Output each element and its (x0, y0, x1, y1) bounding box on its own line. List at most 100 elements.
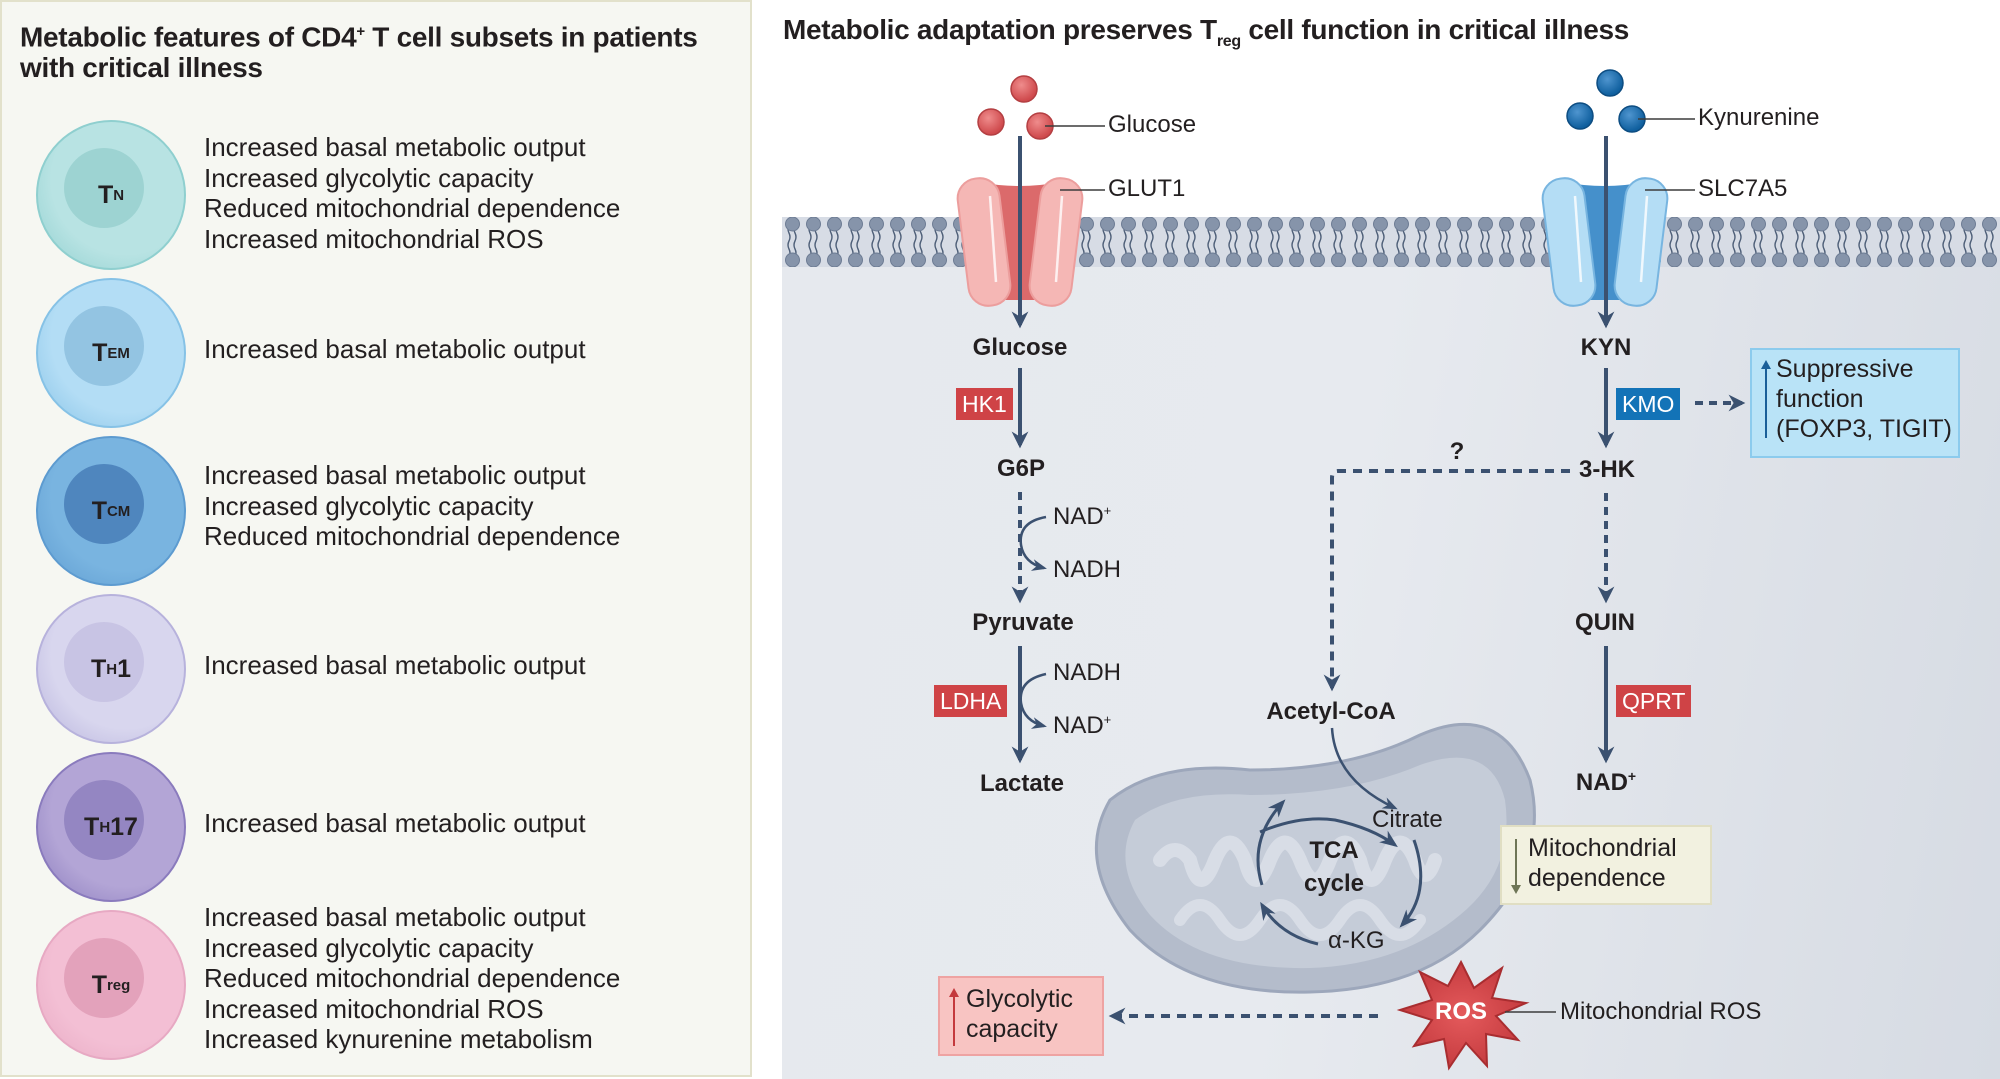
cell-name: T (97, 180, 114, 209)
label-nad-plus-1: NAD+ (1053, 503, 1111, 531)
mitochondrial-ros-label: Mitochondrial ROS (1560, 998, 1762, 1025)
title-part: Metabolic adaptation preserves T (783, 14, 1217, 45)
nucleus (64, 780, 144, 860)
arrow-up-icon (949, 988, 959, 1046)
nucleus (64, 464, 144, 544)
title-superscript: + (356, 23, 365, 40)
line: function (1776, 385, 1864, 413)
tca-cycle-label: TCA cycle (1304, 834, 1364, 900)
feature-item: Increased basal metabolic output (204, 808, 586, 838)
cell-subscript: CM (106, 502, 131, 520)
feature-item: Reduced mitochondrial dependence (204, 963, 621, 993)
cell-name: T (91, 970, 107, 999)
line: Suppressive (1776, 355, 1914, 383)
feature-item: Increased basal metabolic output (204, 334, 586, 364)
label-nadh-1: NADH (1053, 556, 1122, 583)
cell-suffix: 1 (117, 654, 132, 683)
metabolite-glucose: Glucose (972, 334, 1068, 361)
line: (FOXP3, TIGIT) (1776, 415, 1952, 443)
feature-list: Increased basal metabolic output (204, 808, 586, 839)
kynurenine-molecules-icon (1566, 69, 1646, 133)
feature-list: Increased basal metabolic output (204, 334, 586, 365)
metabolite-acetyl-coa: Acetyl-CoA (1266, 698, 1396, 725)
cell-subscript: H (106, 660, 118, 678)
title-part: T cell subsets in patients (364, 21, 698, 53)
metabolite-nad-plus: NAD+ (1576, 768, 1636, 797)
mitochondrion-icon (1094, 722, 1536, 994)
cell-suffix: 17 (110, 812, 138, 841)
metabolite-citrate: Citrate (1372, 806, 1443, 833)
cell-subscript: H (99, 818, 111, 836)
feature-item: Increased basal metabolic output (204, 902, 586, 932)
feature-item: Increased glycolytic capacity (204, 162, 534, 193)
label-nad-plus-2: NAD+ (1053, 712, 1111, 740)
glycolytic-text: Glycolytic capacity (966, 984, 1073, 1044)
text: NAD (1053, 503, 1104, 530)
line: Mitochondrial (1528, 834, 1677, 862)
feature-list: Increased basal metabolic output (204, 650, 586, 681)
line: dependence (1528, 864, 1666, 892)
cell-subscript: reg (106, 976, 131, 994)
3hk-to-acetylcoa-arrow (1323, 469, 1570, 692)
feature-item: Increased kynurenine metabolism (204, 1024, 593, 1054)
glucose-molecules-icon (977, 75, 1054, 140)
nucleus (64, 938, 144, 1018)
metabolite-g6p: G6P (996, 455, 1046, 482)
title-subscript: reg (1216, 33, 1241, 50)
enzyme-kmo: KMO (1616, 388, 1681, 420)
metabolite-lactate: Lactate (979, 770, 1065, 797)
text: NAD (1575, 769, 1628, 796)
feature-item: Increased mitochondrial ROS (204, 993, 544, 1024)
metabolite-alpha-kg: α-KG (1328, 927, 1385, 954)
title-part: cell function in critical illness (1240, 14, 1630, 45)
feature-item: Increased glycolytic capacity (204, 932, 534, 963)
cell-name: T (91, 496, 107, 525)
unknown-pathway-marker: ? (1449, 438, 1465, 465)
text: NAD (1053, 712, 1104, 739)
label-nadh-2: NADH (1053, 659, 1122, 686)
enzyme-qprt: QPRT (1616, 685, 1692, 717)
feature-item: Increased basal metabolic output (204, 132, 586, 162)
feature-list: Increased basal metabolic output Increas… (204, 902, 620, 1055)
acetylcoa-to-citrate-arrow (1330, 727, 1398, 810)
metabolite-3hk: 3-HK (1578, 456, 1636, 483)
line: capacity (966, 1015, 1058, 1043)
nucleus (64, 306, 144, 386)
suppressive-function-box: Suppressive function (FOXP3, TIGIT) (1750, 348, 1960, 458)
title-part: with critical illness (20, 52, 263, 84)
feature-item: Reduced mitochondrial dependence (204, 521, 621, 551)
nad-nadh-conversion-arrow-1 (1019, 515, 1047, 571)
tca-cycle-arrow-right (1399, 839, 1423, 928)
slc7a5-transporter-icon (1541, 177, 1669, 307)
cell-name: T (84, 812, 100, 841)
cell-subscript: EM (107, 344, 130, 362)
glycolytic-capacity-box: Glycolytic capacity (938, 976, 1104, 1056)
superscript: + (1103, 712, 1112, 727)
tca-cycle-arrow-left (1256, 799, 1286, 886)
feature-item: Increased basal metabolic output (204, 460, 586, 490)
feature-list: Increased basal metabolic output Increas… (204, 132, 620, 254)
glut1-transporter-icon (956, 177, 1084, 307)
superscript: + (1627, 768, 1637, 784)
nadh-nad-conversion-arrow-2 (1019, 672, 1047, 729)
feature-list: Increased basal metabolic output Increas… (204, 460, 620, 552)
title-part: Metabolic features of CD4 (20, 21, 357, 53)
line: TCA (1309, 837, 1359, 864)
line: Glycolytic (966, 985, 1073, 1013)
tca-cycle-arrow-bottom (1260, 901, 1319, 946)
kynurenine-extracellular-label: Kynurenine (1698, 104, 1820, 131)
left-panel: Metabolic features of CD4+ T cell subset… (0, 0, 752, 1077)
ros-burst-icon (1396, 959, 1530, 1071)
slc7a5-label: SLC7A5 (1698, 175, 1788, 202)
ros-label: ROS (1434, 998, 1488, 1025)
cell-name: T (90, 654, 107, 683)
arrow-up-icon (1761, 360, 1771, 438)
